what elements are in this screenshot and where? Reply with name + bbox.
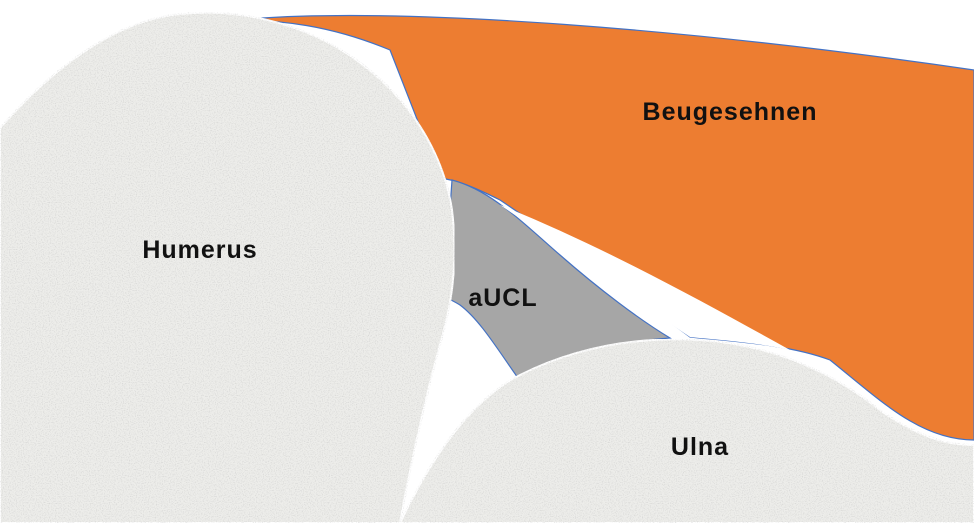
ulna-label: Ulna <box>671 433 729 461</box>
aucl-label: aUCL <box>468 284 537 312</box>
beugesehnen-label: Beugesehnen <box>643 98 818 126</box>
humerus-label: Humerus <box>142 236 257 264</box>
ulna-bone <box>398 338 974 523</box>
gap-region <box>500 205 790 350</box>
humerus-bone <box>0 11 456 523</box>
